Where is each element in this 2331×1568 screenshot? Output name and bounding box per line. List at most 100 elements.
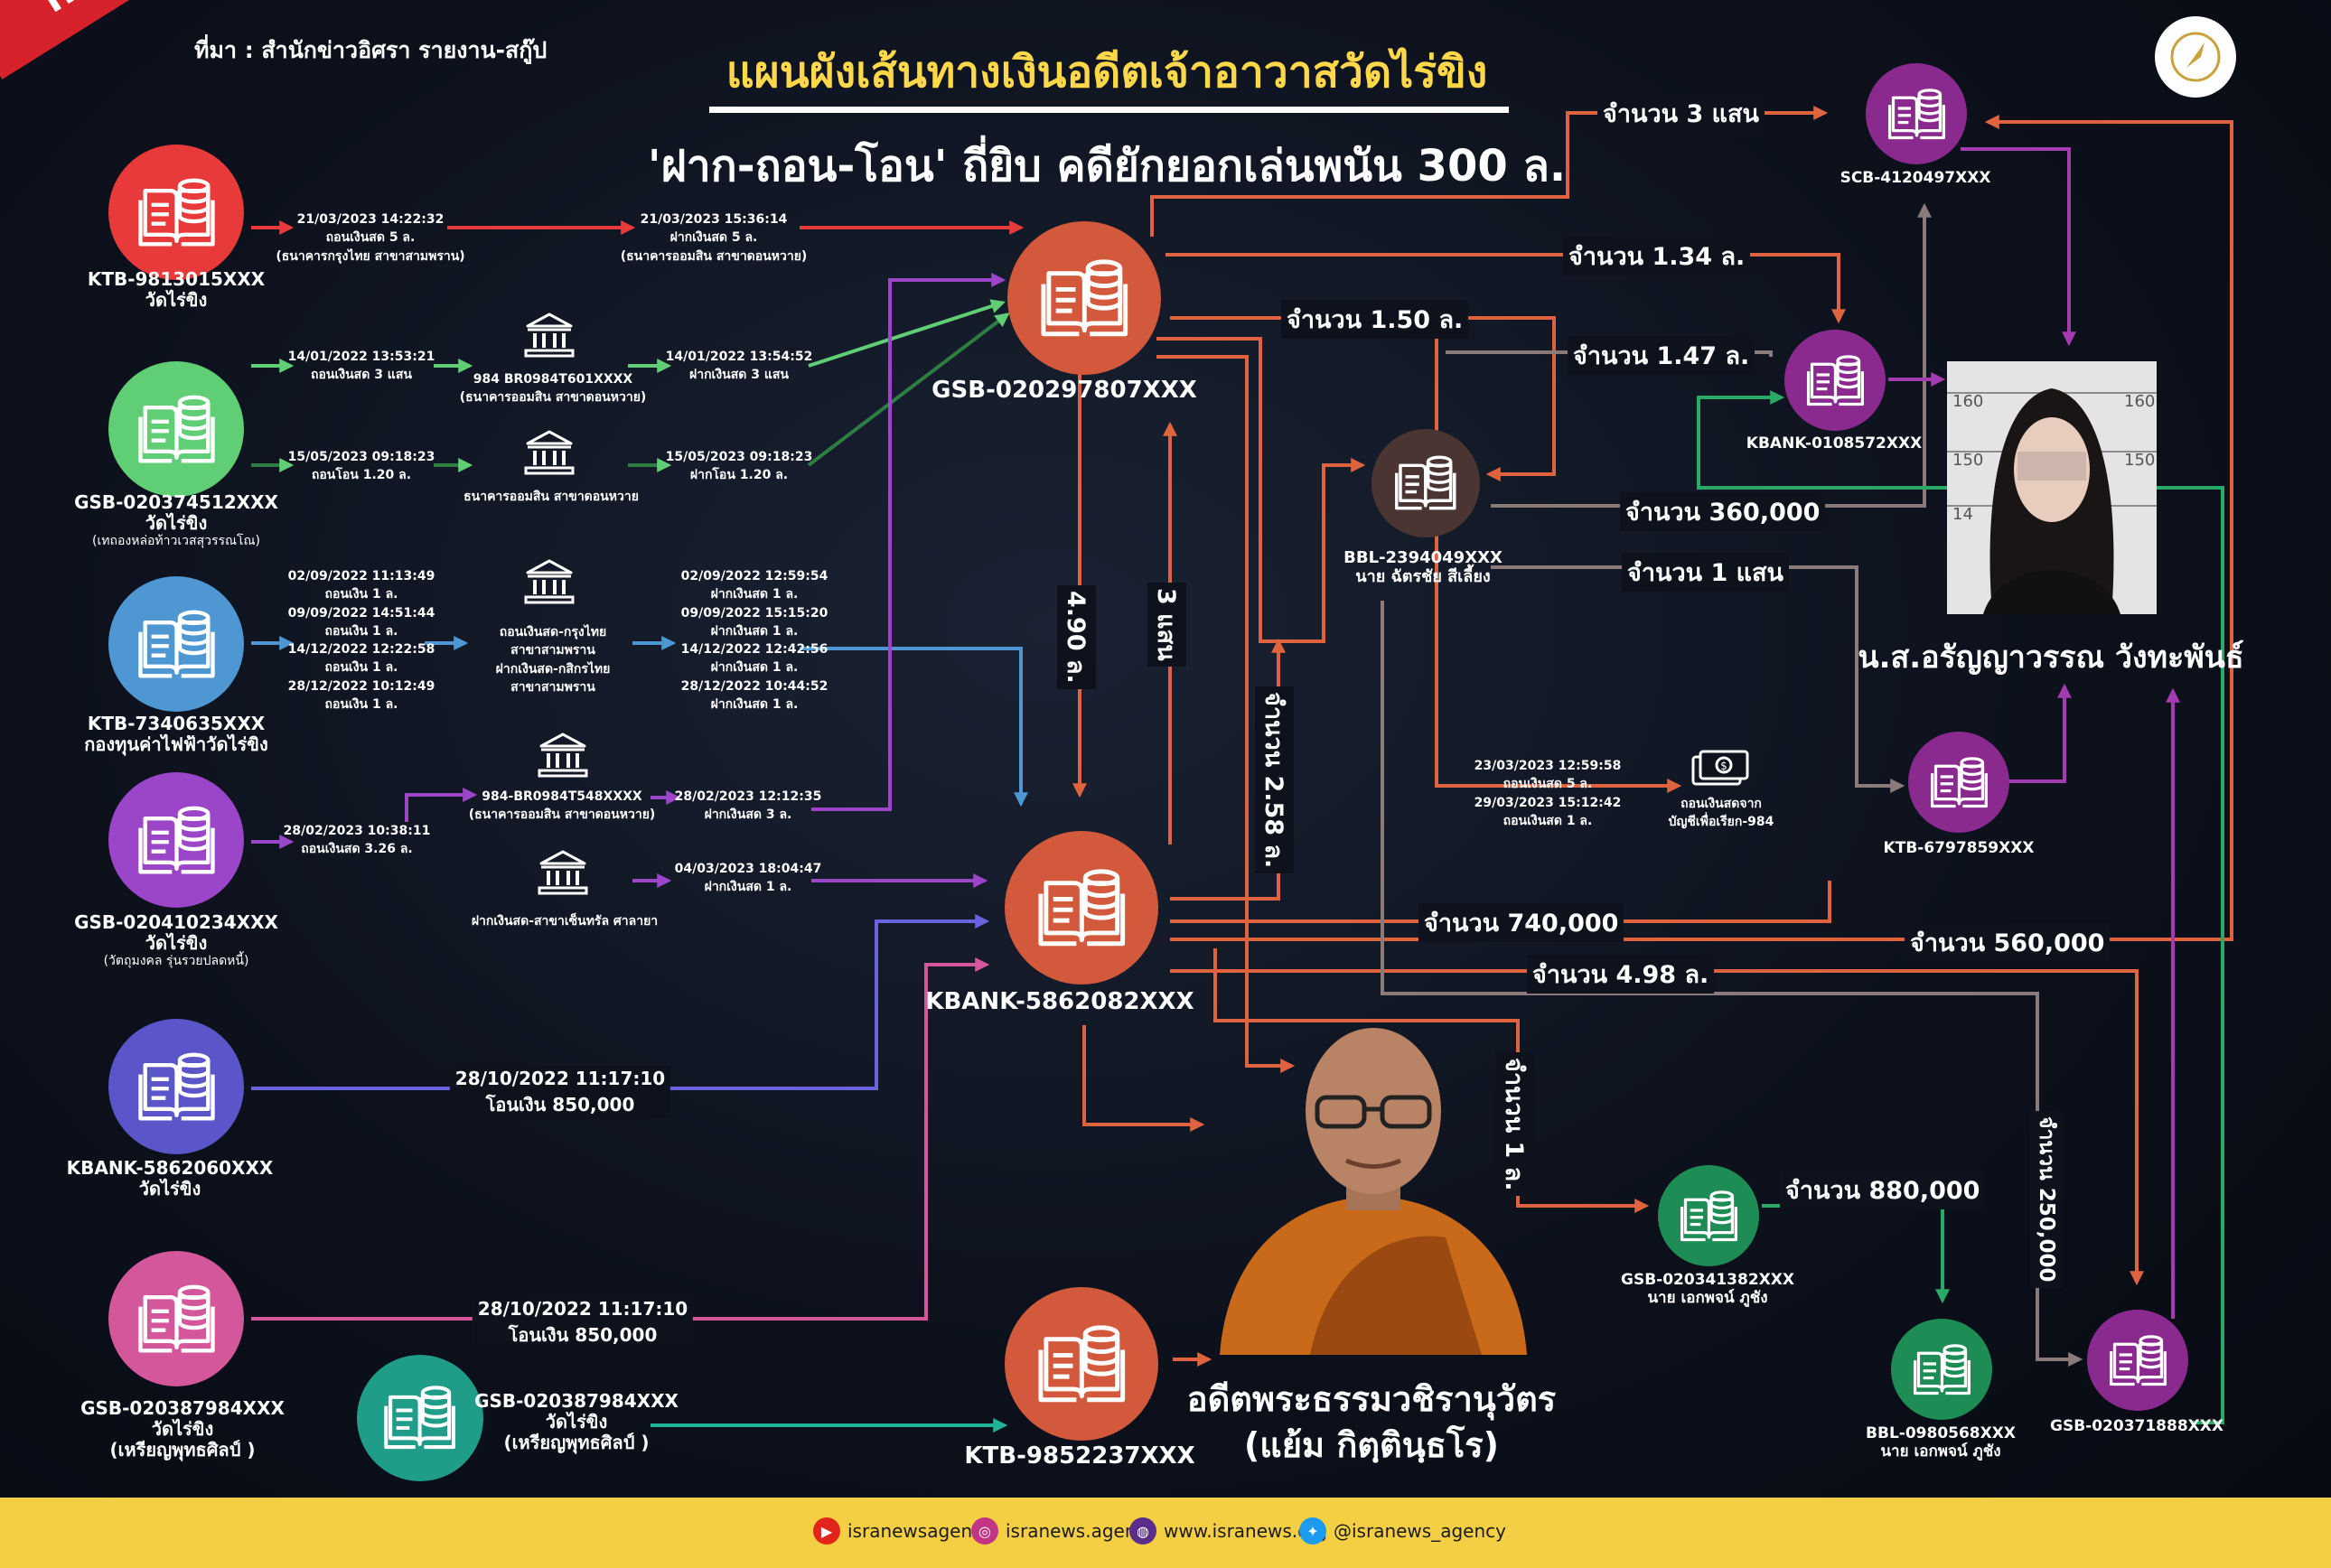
gsb-020371888-node xyxy=(2087,1310,2188,1411)
amount-1-47: จำนวน 1.47 ล. xyxy=(1568,336,1755,375)
height-mark-4: 150 xyxy=(2124,451,2155,470)
gsb-020297807-node xyxy=(1007,221,1161,375)
amount-880000: จำนวน 880,000 xyxy=(1780,1171,1986,1209)
height-mark-5: 14 xyxy=(1952,505,1973,524)
amount-740000: จำนวน 740,000 xyxy=(1418,903,1624,942)
kbank-5862082-node xyxy=(1005,831,1158,985)
ktb-9852237-label: KTB-9852237XXX xyxy=(964,1442,1195,1470)
amount-1-34: จำนวน 1.34 ล. xyxy=(1563,237,1751,275)
gsb-020387984-node xyxy=(108,1251,244,1386)
amount-3-saen-vertical: 3 แสน xyxy=(1147,583,1186,667)
isranews-logo xyxy=(2155,16,2236,98)
ledger-coins-icon xyxy=(2109,1334,2167,1386)
youtube-icon: ▶ xyxy=(813,1517,840,1545)
gsb-020410234-node xyxy=(108,772,244,908)
twitter-link[interactable]: ✦ @isranews_agency xyxy=(1299,1517,1506,1545)
ledger-coins-icon xyxy=(1806,354,1864,406)
height-mark-3: 150 xyxy=(1952,451,1983,470)
txn-t12: 984-BR0984T548XXXX(ธนาคารออมสิน สาขาดอนห… xyxy=(468,789,656,823)
kbank-0108572-node xyxy=(1784,330,1886,431)
ktb-9852237-node xyxy=(1005,1287,1158,1441)
scb-4120497-node xyxy=(1866,63,1967,164)
bank-building-icon xyxy=(538,733,588,778)
ledger-coins-icon xyxy=(137,390,216,469)
bank-building-icon xyxy=(524,430,575,475)
ledger-coins-icon xyxy=(383,1381,456,1454)
ledger-coins-icon xyxy=(137,801,216,880)
ledger-coins-icon xyxy=(1887,88,1945,139)
kbank-0108572-label: KBANK-0108572XXX xyxy=(1746,434,1923,453)
globe-icon: ◍ xyxy=(1129,1517,1156,1545)
ledger-coins-icon xyxy=(137,173,216,252)
youtube-link[interactable]: ▶ isranewsagency xyxy=(813,1517,993,1545)
ledger-coins-icon xyxy=(1680,1190,1737,1241)
twitter-bird-icon: ✦ xyxy=(1299,1517,1326,1545)
ledger-coins-icon xyxy=(1037,1320,1127,1409)
height-mark-2: 160 xyxy=(2124,392,2155,411)
height-mark-1: 160 xyxy=(1952,392,1983,411)
page-subtitle: 'ฝาก-ถอน-โอน' ถี่ยิบ คดียักยอกเล่นพนัน 3… xyxy=(647,141,1567,191)
twitter-handle: @isranews_agency xyxy=(1334,1520,1506,1542)
monk-portrait-illustration xyxy=(1220,1028,1527,1355)
monk-name-line1: อดีตพระธรรมวชิรานุวัตร xyxy=(1186,1379,1557,1419)
title-divider xyxy=(709,107,1509,113)
woman-portrait-illustration: 160 160 150 150 14 xyxy=(1947,361,2157,614)
youtube-handle: isranewsagency xyxy=(847,1520,993,1542)
bank-building-icon xyxy=(524,559,575,604)
bank-building-icon xyxy=(538,850,588,895)
monk-name: อดีตพระธรรมวชิรานุวัตร (แย้ม กิตฺตินฺธโร… xyxy=(1187,1377,1556,1470)
txn-t10: ถอนเงินสด-กรุงไทยสาขาสามพรานฝากเงินสด-กส… xyxy=(495,625,611,695)
ledger-coins-icon xyxy=(137,605,216,684)
kbank-5862082-label: KBANK-5862082XXX xyxy=(925,988,1194,1015)
amount-2-58-vertical: จำนวน 2.58 ล. xyxy=(1255,686,1294,874)
txn-t16: ฝากเงินสด-สาขาเซ็นทรัล ศาลายา xyxy=(471,914,659,929)
amount-3-saen: จำนวน 3 แสน xyxy=(1597,94,1765,133)
gsb-020374512-node xyxy=(108,361,244,497)
ledger-coins-icon xyxy=(1037,863,1127,953)
ktb-6797859-node xyxy=(1908,732,2009,833)
amount-360000: จำนวน 360,000 xyxy=(1620,492,1826,531)
ktb-7340635-node xyxy=(108,576,244,712)
kbank-5862060-node xyxy=(108,1019,244,1154)
bank-building-icon xyxy=(524,313,575,358)
ktb-6797859-label: KTB-6797859XXX xyxy=(1883,839,2035,857)
amount-4-90-vertical: 4.90 ล. xyxy=(1057,585,1096,689)
monk-name-line2: (แย้ม กิตฺตินฺธโร) xyxy=(1243,1425,1500,1466)
gsb-020387984-teal-node xyxy=(357,1355,483,1481)
ledger-coins-icon xyxy=(137,1048,216,1126)
gsb-020341382-node xyxy=(1658,1165,1759,1266)
amount-4-98: จำนวน 4.98 ล. xyxy=(1527,955,1715,994)
website-link[interactable]: ◍www.isranews.org xyxy=(1129,1517,1327,1545)
monk-photo xyxy=(1211,1003,1536,1355)
txn-t20: ถอนเงินสดจากบัญชีเพื่อเรียก-984 xyxy=(1668,797,1774,830)
bbl-0980568-node xyxy=(1891,1319,1992,1420)
ktb-9813015-node xyxy=(108,145,244,280)
quill-logo-icon xyxy=(2170,32,2221,82)
txn-t4: 984 BR0984T601XXXX(ธนาคารออมสิน สาขาดอนห… xyxy=(459,372,647,406)
scb-4120497-label: SCB-4120497XXX xyxy=(1840,169,1991,187)
page-title: แผนผังเส้นทางเงินอดีตเจ้าอาวาสวัดไร่ขิง xyxy=(726,47,1488,98)
txn-t7: ธนาคารออมสิน สาขาดอนหวาย xyxy=(463,490,639,504)
instagram-icon: ◎ xyxy=(971,1517,998,1545)
gsb-020297807-label: GSB-020297807XXX xyxy=(931,377,1197,404)
ledger-coins-icon xyxy=(1913,1343,1971,1395)
source-credit: ที่มา : สำนักข่าวอิศรา รายงาน-สกู๊ป xyxy=(194,37,548,63)
